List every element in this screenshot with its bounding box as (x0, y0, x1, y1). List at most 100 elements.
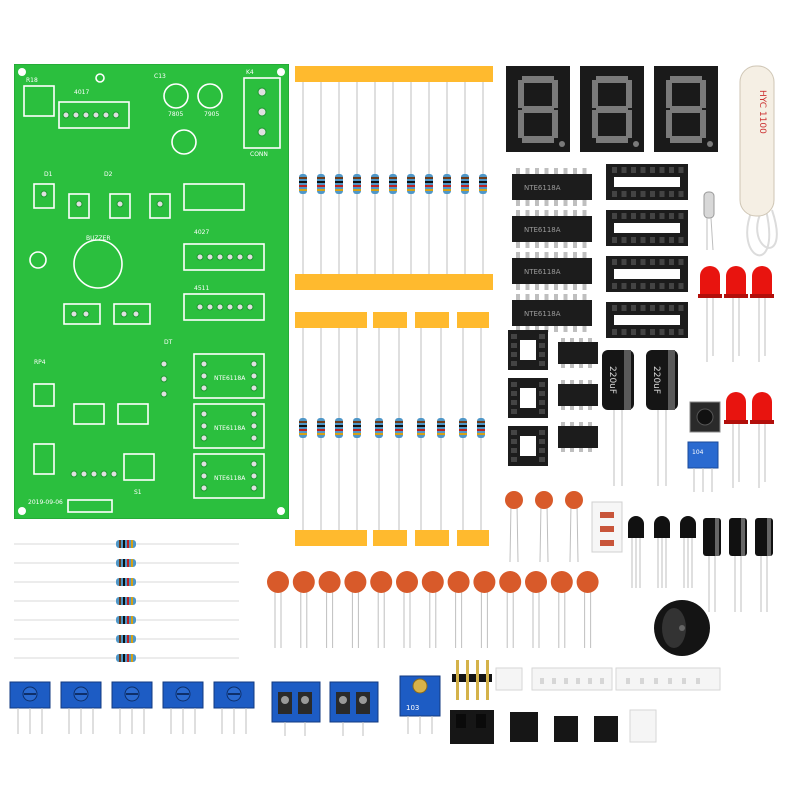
cap-label: 220uF (607, 366, 617, 394)
pcb-label-socket3: NTE6118A (214, 475, 246, 482)
seven-segment-display (506, 66, 570, 152)
potentiometer (9, 681, 51, 734)
pcb-label-7905: 7905 (204, 111, 219, 118)
seven-segment-displays (506, 66, 718, 152)
chip-marking: NTE6118A (524, 226, 561, 234)
multiturn-trimmer[interactable]: 103 (396, 672, 446, 738)
terminal-block (271, 681, 321, 736)
pcb-label-7805: 7805 (168, 111, 183, 118)
pcb-label-k4: K4 (246, 69, 254, 76)
pcb-label-d1: D1 (44, 171, 53, 178)
ceramic-cap (473, 571, 496, 648)
ceramic-cap-small (565, 491, 583, 563)
ceramic-cap (525, 571, 547, 648)
potentiometer (213, 681, 255, 734)
resistor (437, 418, 445, 438)
red-led (724, 266, 748, 362)
potentiometer (60, 681, 102, 734)
pcb-label-d2: D2 (104, 171, 113, 178)
ic-socket-16 (606, 302, 688, 338)
red-led (698, 266, 722, 362)
ceramic-cap (370, 571, 393, 648)
pcb-label-s1: S1 (134, 489, 142, 496)
resistor (116, 559, 136, 567)
transistor (680, 516, 696, 588)
resistor (477, 418, 485, 438)
resistor (353, 174, 361, 194)
electrolytic-cap-small (729, 518, 747, 612)
electrolytic-cap-small (755, 518, 773, 612)
header-pin (466, 660, 469, 700)
red-led (724, 392, 748, 488)
ceramic-cap-small (535, 491, 553, 563)
seven-segment-display (580, 66, 644, 152)
pin-header (452, 660, 492, 700)
ceramic-cap (550, 571, 573, 648)
electrolytic-cap-small (703, 518, 721, 612)
red-led (750, 392, 774, 488)
white-pin-headers (495, 667, 721, 743)
dip16-chip: NTE6118A (512, 168, 592, 206)
resistor-tape-top (295, 66, 493, 290)
resistor (299, 174, 307, 194)
electrolytic-caps-small (703, 518, 773, 612)
small-trimmer[interactable]: 104 (686, 440, 722, 496)
resistor (116, 635, 136, 643)
dip16-chip: NTE6118A (512, 294, 592, 332)
resistor (371, 174, 379, 194)
resistor (375, 418, 383, 438)
tape-strip (415, 530, 449, 546)
buzzer (654, 600, 710, 656)
transistors (628, 516, 696, 588)
ceramic-caps (267, 571, 599, 648)
chip-marking: NTE6118A (524, 184, 561, 192)
resistor (407, 174, 415, 194)
resistor (461, 174, 469, 194)
pcb-label-date: 2019-09-06 (28, 499, 63, 506)
tape-strip (295, 274, 493, 290)
resistor (116, 597, 136, 605)
tape-strip (373, 530, 407, 546)
ceramic-cap (576, 571, 599, 648)
cap-label: 220uF (651, 366, 661, 394)
pcb-label-socket2: NTE6118A (214, 425, 246, 432)
pcb-board: R18 4017 C13 K4 7805 7905 CONN BUZZER 40… (14, 64, 289, 519)
terminal-blocks (271, 681, 379, 736)
ic-sockets-8 (508, 330, 598, 466)
ic-sockets-16 (606, 164, 688, 338)
ic-socket-8 (508, 426, 548, 466)
tape-strip (295, 66, 493, 82)
pcb-label-conn: CONN (250, 151, 268, 158)
header-pin (476, 660, 479, 700)
seven-segment-display (654, 66, 718, 152)
ceramic-cap (447, 571, 470, 648)
transistor (654, 516, 670, 588)
pcb-label-rp4: RP4 (34, 359, 46, 366)
red-led (750, 266, 774, 362)
trimmer-label: 103 (406, 704, 419, 712)
push-button[interactable] (688, 400, 724, 436)
potentiometer (162, 681, 204, 734)
ic-socket-16 (606, 256, 688, 292)
resistor-tape-bottom (295, 300, 493, 548)
terminal-block (329, 681, 379, 736)
header-pin (486, 660, 489, 700)
relay-label: HYC 1100 (757, 90, 767, 134)
ceramic-cap (421, 571, 444, 648)
tape-strip (295, 530, 367, 546)
potentiometers (9, 681, 255, 734)
resistor (353, 418, 361, 438)
dip8-chip (558, 380, 598, 410)
pcb-label-dt: DT (164, 339, 173, 346)
diodes-pack (591, 501, 623, 553)
resistor (317, 174, 325, 194)
potentiometer (111, 681, 153, 734)
ceramic-cap (396, 571, 418, 648)
ceramic-cap-small (505, 491, 523, 563)
resistor (317, 418, 325, 438)
tape-strip (295, 312, 367, 328)
chip-marking: NTE6118A (524, 310, 561, 318)
ic-socket-16 (606, 210, 688, 246)
resistor (443, 174, 451, 194)
ceramic-cap (292, 571, 315, 648)
